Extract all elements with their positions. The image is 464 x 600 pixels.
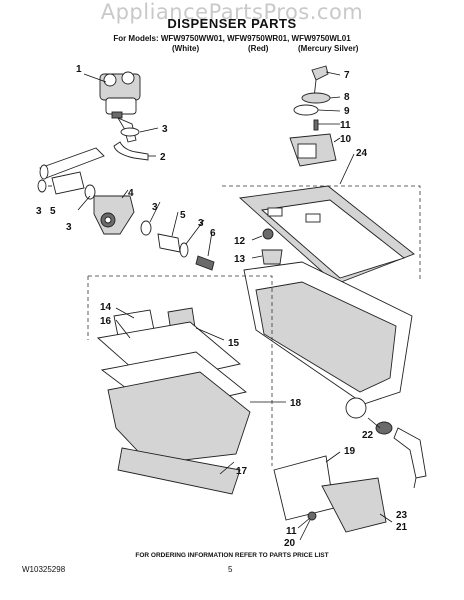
document-id: W10325298: [22, 565, 66, 574]
callout-18: 18: [290, 398, 302, 409]
variant-red: (Red): [248, 44, 269, 53]
callout-8: 8: [344, 92, 350, 103]
callout-15: 15: [228, 338, 240, 349]
models-line: For Models: WFW9750WW01, WFW9750WR01, WF…: [113, 34, 351, 43]
callout-5-left: 5: [50, 206, 56, 217]
part-drawer: [97, 307, 251, 465]
callout-11-bottom: 11: [286, 526, 297, 537]
page-number: 5: [228, 565, 233, 574]
part-hose-2: [113, 141, 149, 161]
callout-12: 12: [234, 236, 246, 247]
callout-5-right: 5: [180, 210, 186, 221]
callout-4: 4: [128, 188, 134, 199]
callout-labels: 1 2 3 3 3 3 3 4 5 5 6 7 8 9 11 10 12 13 …: [36, 64, 408, 549]
part-lower-bracket: [273, 455, 387, 533]
callout-3-left: 3: [36, 206, 42, 217]
callout-17: 17: [236, 466, 248, 477]
callout-14: 14: [100, 302, 112, 313]
callout-10: 10: [340, 134, 352, 145]
variant-white: (White): [172, 44, 200, 53]
variant-silver: (Mercury Silver): [298, 44, 359, 53]
part-dispenser-housing: [243, 261, 413, 419]
part-13: [261, 249, 283, 265]
ordering-note: FOR ORDERING INFORMATION REFER TO PARTS …: [135, 552, 329, 559]
callout-20: 20: [284, 538, 296, 549]
callout-24: 24: [356, 148, 368, 159]
callout-9: 9: [344, 106, 350, 117]
callout-23: 23: [396, 510, 408, 521]
outline-dispenser-top: [222, 185, 421, 282]
callout-3-right: 3: [152, 202, 158, 213]
callout-2: 2: [160, 152, 166, 163]
part-dispenser-top: [238, 185, 415, 285]
callout-22: 22: [362, 430, 374, 441]
part-inlet-valve: [99, 71, 141, 143]
outline-drawer: [88, 275, 273, 466]
part-12: [262, 228, 274, 240]
part-22: [375, 421, 393, 435]
part-23: [393, 427, 427, 479]
callout-6: 6: [210, 228, 216, 239]
callout-3-far: 3: [198, 218, 204, 229]
callout-3-mid: 3: [66, 222, 72, 233]
callout-3-valve: 3: [162, 124, 168, 135]
part-clamp-ring: [120, 127, 140, 137]
callout-13: 13: [234, 254, 246, 265]
part-actuator-stack: [289, 65, 337, 167]
callout-11-top: 11: [340, 120, 351, 131]
part-hose-assembly-left: [37, 147, 215, 271]
callout-7: 7: [344, 70, 350, 81]
callout-19: 19: [344, 446, 356, 457]
callout-1: 1: [76, 64, 82, 75]
watermark: AppliancePartsPros.com: [100, 0, 364, 24]
callout-21: 21: [396, 522, 408, 533]
part-drawer-handle: [117, 447, 241, 495]
leader-lines: [48, 71, 417, 541]
callout-16: 16: [100, 316, 112, 327]
page-title: DISPENSER PARTS: [167, 16, 297, 31]
